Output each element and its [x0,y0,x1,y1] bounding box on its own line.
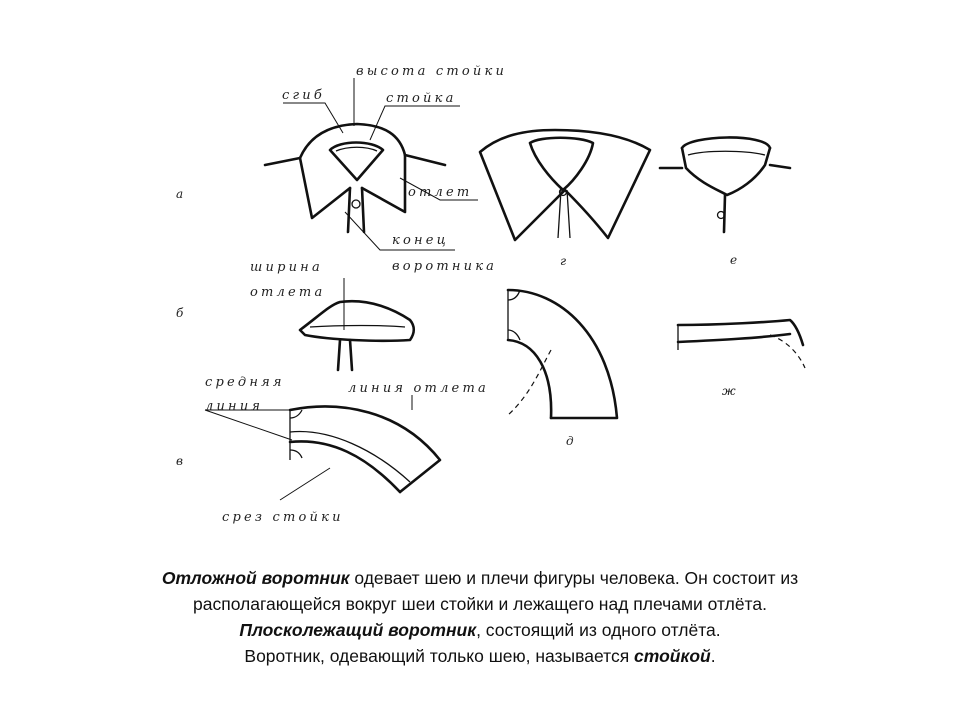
collar-e-button [716,210,726,220]
label-middle-2: линия [205,399,263,414]
label-height-stand: высота стойки [356,64,507,79]
label-collar-end-2: воротника [392,259,497,274]
collar-v-middle [289,430,411,483]
collar-d-inner [506,338,553,420]
collar-e-stand-inner [687,150,766,156]
caption-line-1: Отложной воротник одевает шею и плечи фи… [40,565,920,591]
collar-zh-top [676,318,805,347]
collar-a-drawing: высота стойки сгиб стойка отлет конец во… [263,64,507,274]
collar-v-drawing: средняя линия линия отлета срез стойки [204,375,489,525]
caption-line-4-end: . [710,646,716,666]
collar-a-neck-inner [335,146,378,152]
collar-a-neck [328,141,385,182]
collar-b-inner [309,324,406,328]
leader-lapel [399,177,478,201]
collar-g-button [558,187,568,197]
label-collar-end-1: конец [392,233,449,248]
collar-b-placket [336,338,354,372]
collar-g-drawing [478,128,652,242]
caption-line-4: Воротник, одевающий только шею, называет… [40,643,920,669]
caption-line-2: располагающейся вокруг шеи стойки и лежа… [40,591,920,617]
leader-middle [204,409,293,441]
label-lapel-line: линия отлета [348,381,489,396]
collar-types-diagram: высота стойки сгиб стойка отлет конец во… [176,64,806,525]
caption-term-turndown: Отложной воротник [161,568,350,588]
marker-a: а [176,187,183,201]
collar-g-outline [478,128,652,242]
label-stand-cut: срез стойки [222,510,344,525]
caption-line-3-text: , состоящий из одного отлёта. [476,620,721,640]
collar-d-corner-1 [507,289,521,301]
collar-v-corner-2 [289,449,303,459]
collar-b-drawing: ширина отлета [250,260,416,372]
collar-g-placket [557,189,571,239]
leader-fold [283,102,344,134]
label-fold: сгиб [282,88,325,103]
collar-zh-drawing [676,318,806,369]
marker-zh: ж [722,384,736,398]
caption: Отложной воротник одевает шею и плечи фи… [40,565,920,669]
caption-line-3: Плосколежащий воротник, состоящий из одн… [40,617,920,643]
label-stand: стойка [386,91,457,106]
marker-d: д [566,434,574,448]
collar-a-shoulder-left [263,156,302,167]
collar-e-top [680,136,772,150]
collar-a-right-wing [360,153,407,214]
collar-d-dashline [507,349,552,416]
marker-v: в [176,454,183,468]
leader-end [344,211,455,251]
label-width-2: отлета [250,285,325,300]
collar-d-drawing [506,288,619,420]
collar-e-stand [680,146,772,197]
collar-v-outer [288,405,442,494]
collar-d-outer [506,288,619,420]
collar-a-left-wing [298,156,352,220]
collar-v-inner [288,440,402,494]
label-middle-1: средняя [205,375,285,390]
leader-stand [369,105,460,141]
marker-g: г [560,254,566,268]
label-lapel: отлет [408,185,472,200]
collar-zh-dashline [769,334,806,369]
collar-v-corner-1 [289,409,303,419]
collar-a-button [351,199,361,209]
caption-term-stand: стойкой [634,646,711,666]
collar-d-corner-2 [507,329,521,341]
marker-b: б [176,306,184,320]
marker-e: е [730,253,737,267]
label-width-1: ширина [250,260,323,275]
caption-line-4-text: Воротник, одевающий только шею, называет… [244,646,635,666]
collar-a-placket [346,186,366,234]
collar-g-neck [528,136,595,192]
caption-line-1-text: одевает шею и плечи фигуры человека. Он … [349,568,799,588]
collar-a-shoulder-right [403,153,447,167]
caption-term-flat: Плосколежащий воротник [239,620,477,640]
collar-e-shoulders [658,163,792,170]
collar-zh-bottom [676,332,792,344]
leader-stand-cut [279,467,331,501]
caption-line-2-text: располагающейся вокруг шеи стойки и лежа… [193,594,767,614]
collar-e-drawing [658,136,792,234]
collar-b-outline [298,299,416,343]
collar-a-outer-fold [298,122,407,160]
